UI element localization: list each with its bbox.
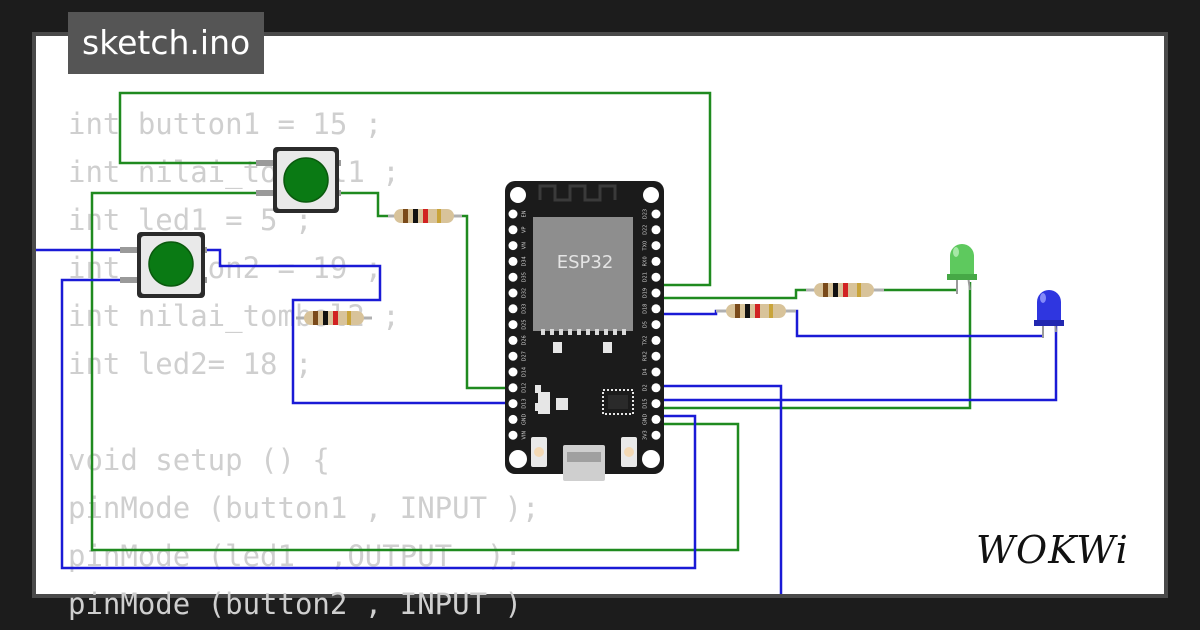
board-pin-label: D34 [522, 256, 528, 266]
esp32-module [533, 217, 633, 331]
board-pin-label: TX0 [643, 241, 649, 252]
board-pin[interactable] [651, 351, 661, 361]
board-pin-label: D18 [643, 304, 649, 314]
led-green[interactable] [947, 244, 977, 294]
board-pin-label: D23 [643, 209, 649, 219]
board-pin[interactable] [508, 351, 518, 361]
code-line: int button1 = 15 ; [68, 107, 383, 141]
code-line: pinMode (button2 , INPUT ) [68, 587, 522, 621]
code-line: int led1 = 5 ; [68, 203, 313, 237]
board-pin-label: D21 [643, 272, 649, 282]
board-pin[interactable] [508, 241, 518, 251]
board-pin-label: D19 [643, 288, 649, 298]
file-tab[interactable]: sketch.ino [68, 12, 265, 74]
board-pin[interactable] [651, 399, 661, 409]
board-pin-label: D4 [643, 368, 649, 375]
pushbutton-2[interactable] [120, 232, 207, 298]
wokwi-logo: WOKWi [976, 528, 1129, 572]
board-pin[interactable] [508, 225, 518, 235]
board-pin-label: D14 [522, 367, 528, 377]
board-pin[interactable] [508, 288, 518, 298]
board-pin[interactable] [651, 288, 661, 298]
board-pin-label: D2 [643, 384, 649, 391]
usb-port [563, 445, 605, 481]
board-pin[interactable] [508, 272, 518, 282]
board-pin[interactable] [508, 256, 518, 266]
blue-wires [36, 248, 1058, 600]
green-wires [90, 91, 972, 552]
board-pin-label: VP [522, 227, 528, 233]
board-pin-label: RX0 [643, 256, 649, 266]
wire-led-green-gnd[interactable] [655, 282, 972, 410]
board-pin-label: D25 [522, 319, 528, 329]
wire-led-blue-gnd[interactable] [655, 326, 1058, 402]
board-pin-label: TX2 [643, 336, 649, 347]
board-pin[interactable] [651, 383, 661, 393]
board-pin[interactable] [651, 335, 661, 345]
board-pin-label: EN [522, 210, 528, 217]
wire-button1-to-d15[interactable] [118, 91, 712, 287]
code-line: void setup () { [68, 443, 330, 477]
board-pin-label: D13 [522, 398, 528, 408]
board-pin[interactable] [508, 414, 518, 424]
resistor-3[interactable] [806, 283, 884, 297]
board-pin[interactable] [508, 399, 518, 409]
board-pin[interactable] [651, 430, 661, 440]
code-line: pinMode (button1 , INPUT ); [68, 491, 540, 525]
board-pin[interactable] [651, 304, 661, 314]
board-pin[interactable] [651, 320, 661, 330]
code-line: int led2= 18 ; [68, 347, 313, 381]
chip-label: ESP32 [557, 252, 614, 273]
board-pin-label: D26 [522, 335, 528, 345]
board-pin[interactable] [651, 209, 661, 219]
wire-d2-down[interactable] [655, 384, 783, 600]
board-pin[interactable] [508, 335, 518, 345]
board-pin-label: D27 [522, 351, 528, 361]
resistor-4[interactable] [716, 304, 796, 318]
wire-button2-to-d12[interactable] [205, 248, 515, 405]
wire-button2-gnd[interactable] [60, 278, 697, 570]
board-pin[interactable] [651, 414, 661, 424]
board-pin-label: D35 [522, 272, 528, 282]
board-pin-label: RX2 [643, 351, 649, 361]
board-pin-label: GND [522, 414, 528, 426]
board-pin[interactable] [508, 320, 518, 330]
board-pin[interactable] [651, 225, 661, 235]
wire-resistor-to-led-blue[interactable] [790, 309, 1042, 338]
board-pin[interactable] [651, 367, 661, 377]
wire-button1-to-resistor[interactable] [337, 191, 390, 218]
board-pin-label: 3V3 [643, 430, 649, 440]
board-pin-label: D12 [522, 383, 528, 393]
wire-d19-to-resistor[interactable] [655, 288, 810, 300]
pushbutton-1[interactable] [256, 147, 341, 213]
board-pin-label: D22 [643, 225, 649, 235]
esp32-board[interactable]: ESP32 ENV [505, 181, 664, 481]
board-pin[interactable] [508, 430, 518, 440]
board-pin-label: VN [522, 242, 528, 249]
resistor-2[interactable] [296, 311, 372, 325]
board-pin[interactable] [508, 304, 518, 314]
led-blue[interactable] [1034, 290, 1064, 338]
board-pin[interactable] [651, 241, 661, 251]
board-pin[interactable] [508, 209, 518, 219]
board-pin[interactable] [508, 367, 518, 377]
board-pin-label: D15 [643, 398, 649, 408]
board-pin[interactable] [651, 256, 661, 266]
board-pin[interactable] [508, 383, 518, 393]
board-pin-label: VIN [522, 431, 528, 440]
board-pin-label: GND [643, 414, 649, 426]
wire-resistor-to-d13[interactable] [460, 214, 515, 390]
board-pin-label: D5 [643, 321, 649, 328]
board-pin-label: D32 [522, 288, 528, 298]
resistor-1[interactable] [388, 209, 462, 223]
wire-button1-gnd[interactable] [90, 191, 740, 552]
board-pin[interactable] [651, 272, 661, 282]
board-pin-label: D33 [522, 304, 528, 314]
